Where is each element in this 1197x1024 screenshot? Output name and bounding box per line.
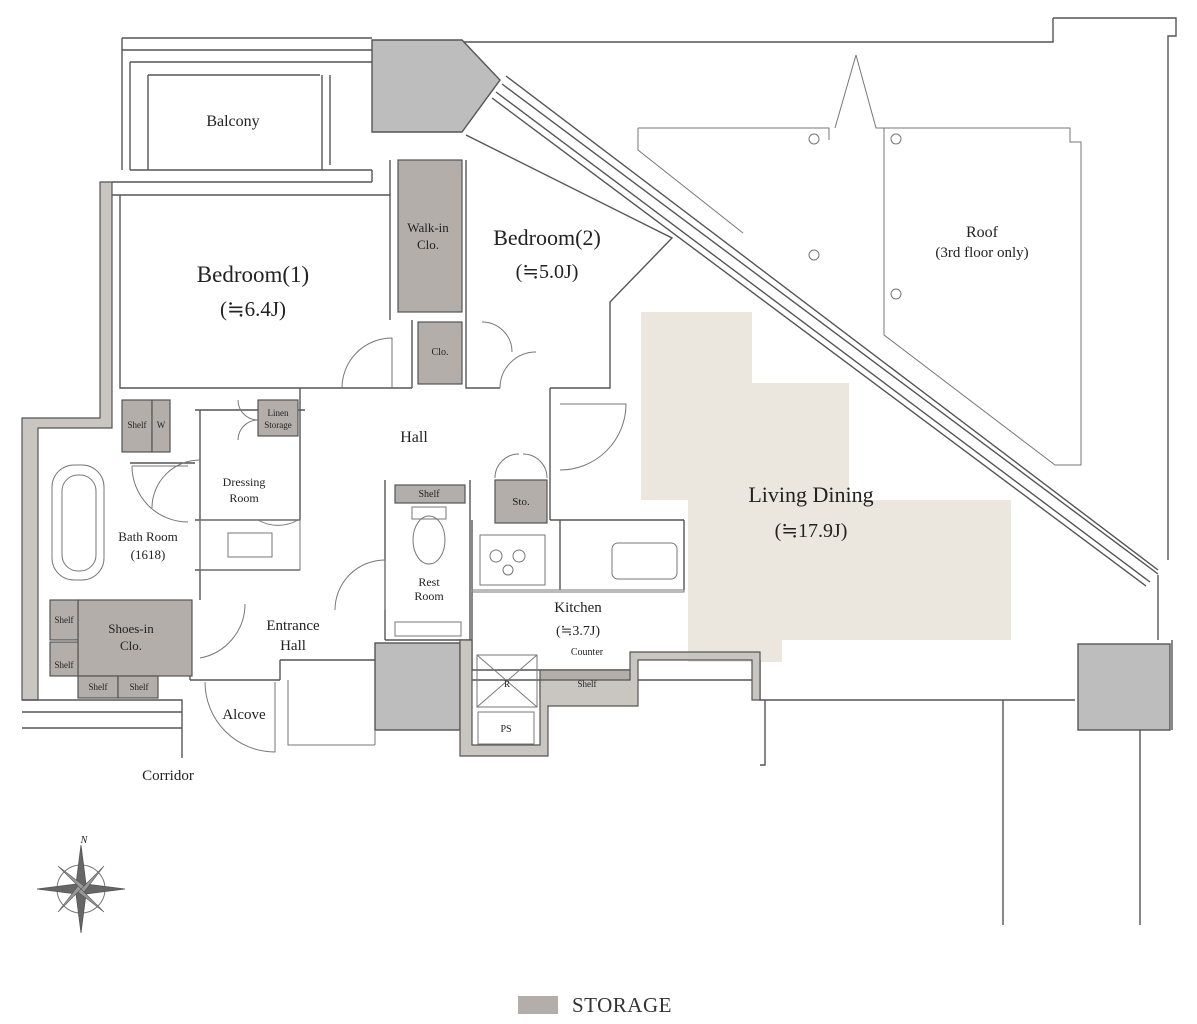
diagonal-window-wall	[491, 83, 1159, 587]
legend: STORAGE	[518, 992, 672, 1018]
roof-drain-icon	[890, 288, 902, 300]
roof-drain-icon	[808, 249, 820, 261]
kitchen-counter-line	[471, 589, 685, 593]
door-rest	[334, 559, 386, 611]
door-shoes	[199, 603, 246, 659]
kitchen-area: (≒3.7J)	[556, 624, 600, 639]
door-dressing	[151, 459, 299, 526]
storage-legend-label: STORAGE	[572, 992, 672, 1017]
door-linen	[237, 399, 259, 441]
shoes-label-2: Clo.	[120, 638, 142, 653]
closet-label: Clo.	[432, 347, 449, 358]
bedroom1-area: (≒6.4J)	[220, 297, 286, 321]
shelf-label-shoes-2: Shelf	[55, 660, 74, 670]
dressing-label: Dressing	[223, 475, 266, 489]
shoes-shelf-lower	[49, 641, 79, 677]
living-label: Living Dining	[748, 482, 873, 507]
bedroom2-label: Bedroom(2)	[493, 225, 601, 250]
linen-label-2: Storage	[264, 420, 292, 430]
closet-storage	[417, 321, 463, 385]
ps-label: PS	[500, 724, 511, 735]
door-bedroom2	[481, 321, 537, 389]
shelf-label-shoes-1: Shelf	[55, 615, 74, 625]
toilet-icon	[412, 515, 446, 565]
walk-in-closet-storage	[397, 159, 463, 313]
door-bedroom1	[341, 337, 393, 389]
alcove-label: Alcove	[222, 707, 266, 723]
counter-label: Counter	[571, 647, 604, 658]
compass-north-label: N	[80, 835, 89, 846]
bathtub-inner	[61, 474, 97, 572]
core-storage-east	[1077, 643, 1171, 731]
bedroom2-area: (≒5.0J)	[516, 261, 579, 283]
rest-room-shelf-storage	[394, 484, 466, 504]
refrigerator-space	[476, 654, 538, 708]
entrance-label-2: Hall	[280, 638, 306, 654]
core-storage-top	[371, 39, 501, 133]
bathtub-icon	[51, 464, 105, 581]
bath-size: (1618)	[131, 547, 166, 562]
storage-legend-swatch	[518, 996, 558, 1014]
corridor-label: Corridor	[142, 768, 194, 784]
sto-label: Sto.	[512, 496, 530, 508]
toilet-tank	[411, 506, 447, 520]
shelf-label-bath: Shelf	[128, 420, 147, 430]
washer-label: W	[157, 420, 166, 430]
bedroom1-label: Bedroom(1)	[197, 262, 309, 287]
sink-icon	[611, 542, 678, 580]
balcony-outline	[121, 37, 373, 182]
refrigerator-cross	[476, 654, 538, 708]
shelf-label-shoes-4: Shelf	[130, 682, 149, 692]
burner-icon	[512, 549, 526, 563]
kitchen-thick-wall	[459, 639, 761, 757]
shelf-storage-bath	[121, 399, 153, 453]
vanity-sink-icon	[227, 532, 273, 558]
rest-room-shelf-lower	[394, 621, 462, 637]
vanity-counter	[199, 519, 301, 571]
rest-label: Rest	[418, 575, 440, 589]
stove-icon	[479, 534, 546, 586]
kitchen-label: Kitchen	[554, 600, 602, 616]
burner-icon	[489, 549, 503, 563]
washer-storage	[151, 399, 171, 453]
roof-drain-icon	[890, 133, 902, 145]
shelf-label-shoes-3: Shelf	[89, 682, 108, 692]
linen-label: Linen	[268, 408, 289, 418]
roof-panel-left	[637, 54, 1082, 466]
door-entrance	[204, 681, 276, 753]
door-sto	[494, 453, 548, 479]
roof-outline	[462, 17, 1177, 571]
refrigerator-label: R	[504, 679, 510, 689]
linen-storage	[257, 399, 299, 437]
door-living	[559, 403, 627, 471]
rest-label-2: Room	[414, 589, 444, 603]
sto-storage	[494, 479, 548, 524]
bath-label: Bath Room	[118, 529, 178, 544]
core-storage-entrance	[374, 642, 461, 731]
shoes-label: Shoes-in	[108, 621, 154, 636]
entrance-label: Entrance	[266, 618, 320, 634]
hall-label: Hall	[400, 429, 428, 446]
door-bath	[131, 465, 189, 523]
shoes-shelf-bottom-right	[117, 675, 159, 699]
walkin-label-2: Clo.	[417, 237, 439, 252]
balcony-label: Balcony	[206, 113, 259, 130]
roof-drain-icon	[808, 133, 820, 145]
living-floor-area	[641, 312, 1011, 662]
dressing-label-2: Room	[229, 491, 259, 505]
ps-shaft	[477, 711, 535, 745]
burner-icon	[502, 564, 514, 576]
walkin-label: Walk-in	[407, 220, 449, 235]
shelf-label-kitchen: Shelf	[578, 679, 597, 689]
roof-label: Roof	[966, 224, 999, 241]
corridor-edge	[287, 680, 376, 746]
living-area: (≒17.9J)	[775, 520, 848, 542]
roof-note: (3rd floor only)	[935, 245, 1028, 261]
compass-icon	[36, 844, 126, 934]
exterior-wall-south	[22, 699, 183, 758]
shoes-shelf-upper	[49, 599, 79, 641]
shelf-label-rest: Shelf	[418, 489, 440, 500]
